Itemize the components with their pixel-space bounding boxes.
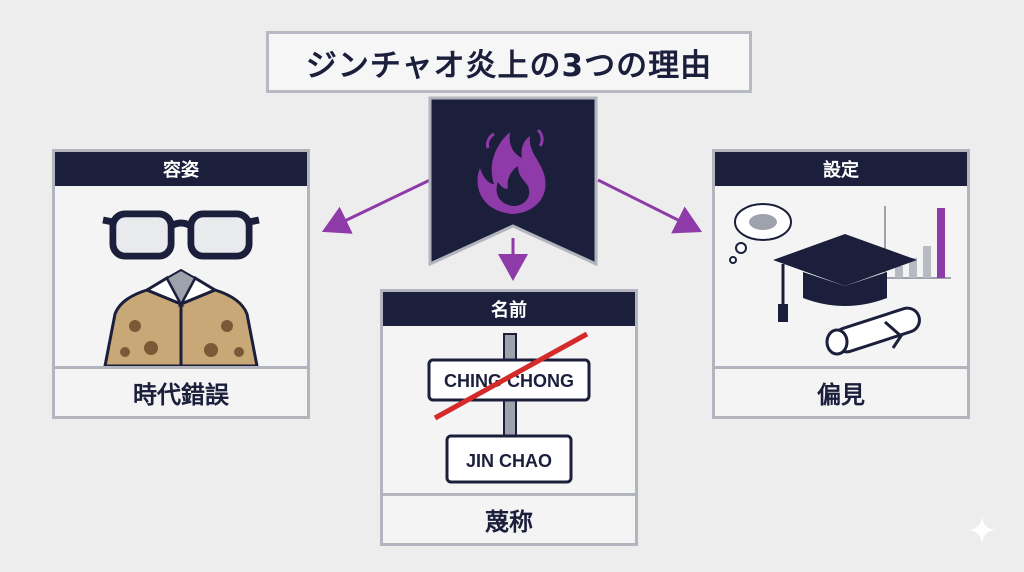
bar-chart-icon: [884, 206, 951, 279]
arrow-to-right: [597, 178, 703, 234]
mortarboard-icon: [773, 234, 917, 322]
panel-setting: 設定 偏見: [712, 149, 970, 419]
title-box: ジンチャオ炎上の3つの理由: [266, 31, 752, 93]
fire-icon: [477, 128, 546, 214]
panel-header: 設定: [715, 152, 967, 186]
panel-footer: 時代錯誤: [55, 366, 307, 416]
panel-name: 名前 CHING CHONG JIN CHAO 蔑称: [380, 289, 638, 546]
thought-bubble-icon: [729, 203, 792, 264]
panel-appearance: 容姿 時代錯誤: [52, 149, 310, 419]
graduation-cap-icon: [729, 203, 951, 356]
shirt-icon: [103, 268, 259, 368]
arrow-to-left: [321, 178, 431, 234]
diploma-icon: [825, 306, 921, 356]
fire-banner: [428, 96, 598, 266]
panel-header: 容姿: [55, 152, 307, 186]
panel-footer: 偏見: [715, 366, 967, 416]
glasses-and-shirt-icon: [102, 210, 260, 368]
strike-through-line: [433, 331, 589, 421]
panel-header: 名前: [383, 292, 635, 326]
name-sign-icon: CHING CHONG JIN CHAO: [427, 331, 591, 484]
diagram-title: ジンチャオ炎上の3つの理由: [305, 47, 713, 84]
panel-footer: 蔑称: [383, 493, 635, 543]
sparkle-icon: [968, 516, 996, 544]
glasses-icon: [102, 210, 260, 260]
struck-name-text: CHING CHONG: [444, 371, 574, 391]
name-text: JIN CHAO: [466, 451, 552, 471]
